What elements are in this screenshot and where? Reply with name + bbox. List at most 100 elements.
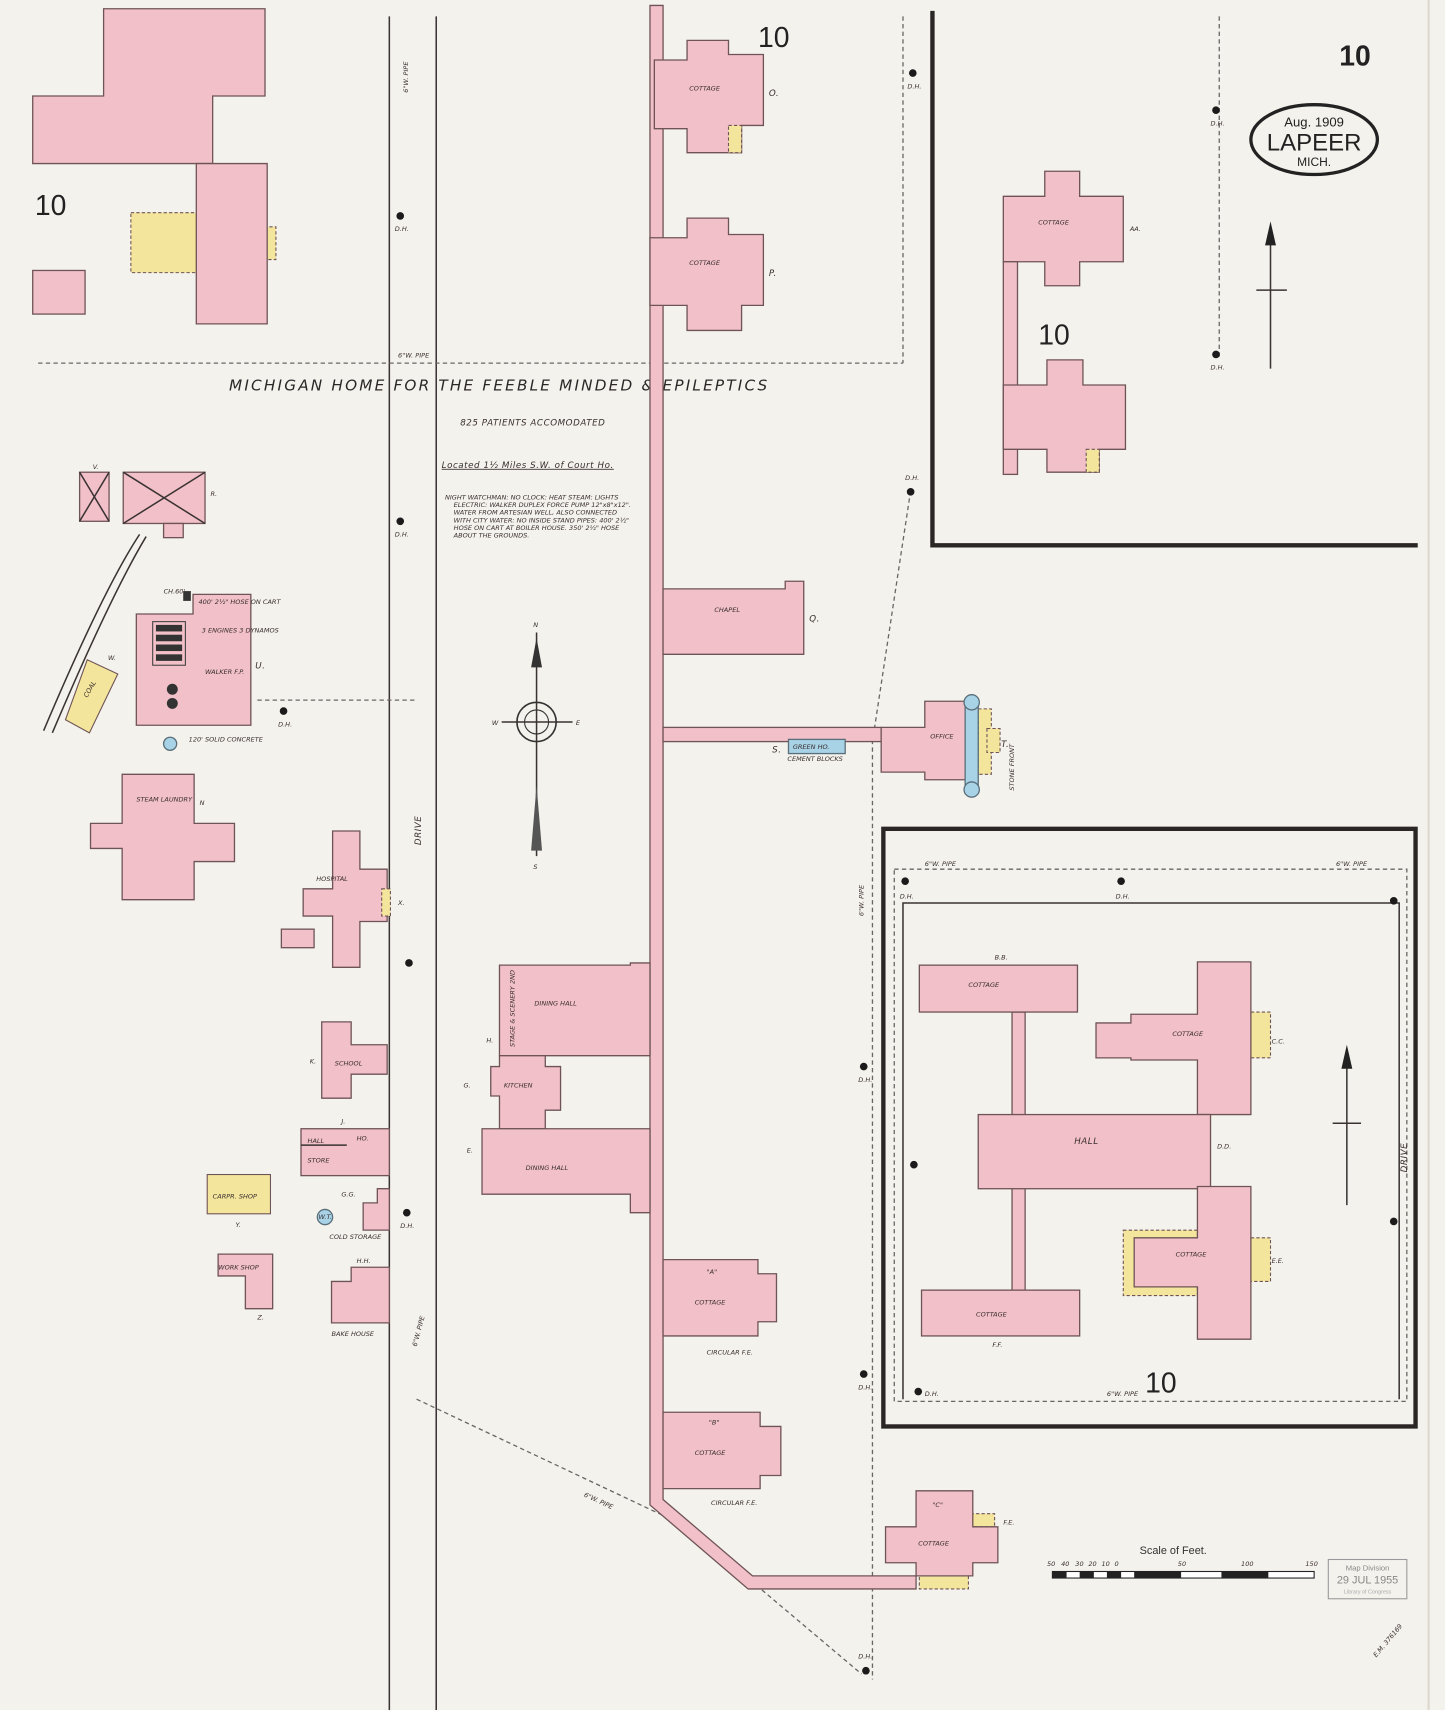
hydrant-label: D.H. — [278, 720, 292, 728]
cottage-a: COTTAGE "A" CIRCULAR F.E. — [662, 1258, 778, 1356]
north-arrow — [1332, 1044, 1362, 1206]
hydrant-label: D.H. — [1116, 893, 1130, 901]
scale-title: Scale of Feet. — [1140, 1545, 1207, 1557]
label: COTTAGE — [695, 1298, 727, 1306]
label: COTTAGE — [1172, 1030, 1204, 1038]
note-line: WITH CITY WATER: NO INSIDE STAND PIPES: … — [454, 516, 629, 524]
hydrant-label: D.H. — [1211, 364, 1225, 372]
coal-shed: COAL W. — [64, 654, 119, 734]
label: COTTAGE — [1176, 1250, 1208, 1258]
building-v: V. — [78, 463, 110, 522]
stamp-line: Map Division — [1346, 1563, 1390, 1572]
letter: H. — [486, 1037, 493, 1045]
label: STEAM LAUNDRY — [136, 796, 193, 804]
cottage-cc: COTTAGE C.C. — [1095, 961, 1285, 1116]
letter: O. — [769, 89, 779, 99]
label: HALL — [1074, 1137, 1098, 1147]
block-number: 10 — [1038, 320, 1070, 352]
letter: R. — [210, 490, 217, 498]
hydrant-icon — [908, 69, 917, 77]
hospital: HOSPITAL X. — [280, 830, 405, 968]
hydrant-icon — [906, 488, 915, 496]
hydrant-icon — [1389, 1217, 1398, 1226]
label: COTTAGE — [976, 1310, 1008, 1318]
letter: U. — [255, 662, 265, 672]
scale-tick: 100 — [1241, 1560, 1253, 1568]
cartouche-city: LAPEER — [1267, 129, 1362, 156]
hydrant-icon — [1389, 896, 1398, 905]
hydrant-icon — [914, 1387, 923, 1396]
label: SCHOOL — [335, 1059, 363, 1067]
pipe-label: 6"W. PIPE — [398, 352, 430, 360]
sheet-number: 10 — [1339, 40, 1371, 72]
scale-tick: 150 — [1305, 1560, 1317, 1568]
letter: P. — [769, 269, 777, 279]
cottage-ff: COTTAGE F.F. — [920, 1289, 1081, 1349]
ho-label: HO. — [357, 1135, 369, 1143]
letter: K. — [310, 1057, 316, 1065]
cottage-b: COTTAGE "B" CIRCULAR F.E. — [662, 1411, 782, 1507]
note-line: ABOUT THE GROUNDS. — [453, 532, 530, 540]
label: STORE — [308, 1157, 331, 1165]
water-tank: 120' SOLID CONCRETE — [162, 736, 264, 751]
chapel: CHAPEL Q. — [662, 580, 819, 655]
drive-loop — [902, 902, 1400, 1400]
compass-rose: N S E W — [492, 621, 581, 871]
label: COLD STORAGE — [329, 1233, 382, 1241]
scale-tick: 20 — [1088, 1560, 1096, 1568]
railroad-track — [42, 533, 147, 734]
letter: B.B. — [995, 954, 1008, 962]
letter: W. — [108, 654, 116, 662]
letter: T. — [1001, 740, 1009, 750]
letter: X. — [397, 899, 405, 907]
note-line: NIGHT WATCHMAN: NO CLOCK: HEAT STEAM: LI… — [445, 493, 618, 501]
label: CARPR. SHOP — [213, 1193, 257, 1201]
pipe-label: 6"W. PIPE — [1336, 860, 1368, 868]
dining-hall-upper: DINING HALL STAGE & SCENERY 2ND H. — [486, 962, 651, 1057]
letter: J. — [339, 1117, 345, 1125]
letter: F.F. — [992, 1341, 1002, 1349]
block-number: 10 — [35, 190, 67, 222]
hydrant-icon — [405, 959, 413, 967]
hydrant-label: D.H. — [400, 1222, 414, 1230]
letter: Z. — [256, 1314, 264, 1322]
pump-note: WALKER F.P. — [205, 668, 244, 676]
green-house: GREEN HO. S. CEMENT BLOCKS — [772, 738, 846, 763]
pipe-label: 6"W. PIPE — [1107, 1390, 1139, 1398]
letter: AA. — [1129, 225, 1141, 233]
dining-hall-lower: DINING HALL E. — [467, 1128, 651, 1214]
cold-storage: W.T. G.G. COLD STORAGE — [316, 1188, 390, 1241]
scale-tick: 0 — [1115, 1560, 1119, 1568]
cottage-lower — [1002, 359, 1127, 473]
label: OFFICE — [930, 732, 954, 740]
hydrant-icon — [862, 1666, 870, 1675]
engines-note: 3 ENGINES 3 DYNAMOS — [202, 627, 279, 635]
library-stamp: Map Division 29 JUL 1955 Library of Cong… — [1327, 1558, 1408, 1600]
carpenter-shop: CARPR. SHOP Y. — [206, 1173, 272, 1229]
hydrant-icon — [859, 1370, 868, 1378]
hydrants: D.H. D.H. D.H. D.H. D.H. D.H. D.H. D.H. … — [278, 69, 1398, 1675]
drive-label: DRIVE — [414, 816, 424, 846]
label: HOSPITAL — [316, 875, 348, 883]
cottage-c: COTTAGE "C" F.E. — [884, 1490, 1015, 1590]
scale-tick: 30 — [1075, 1560, 1083, 1568]
hydrant-icon — [859, 1062, 868, 1071]
hydrant-label: D.H. — [900, 893, 914, 901]
letter: D.D. — [1217, 1142, 1231, 1150]
label: COTTAGE — [1038, 219, 1070, 227]
boiler-house: CH.60' 400' 2½" HOSE ON CART 3 ENGINES 3… — [135, 587, 281, 726]
hydrant-label: D.H. — [395, 531, 409, 539]
hydrant-label: D.H. — [395, 225, 409, 233]
bake-house: H.H. BAKE HOUSE — [330, 1257, 390, 1338]
walk-to-office — [662, 726, 882, 743]
letter: "B" — [709, 1418, 720, 1426]
hydrant-icon — [1117, 877, 1125, 885]
block-number: 10 — [1145, 1368, 1177, 1400]
cottage-aa: COTTAGE AA. — [1002, 170, 1141, 287]
institution-title: MICHIGAN HOME FOR THE FEEBLE MINDED & EP… — [229, 376, 769, 394]
fire-escape: CIRCULAR F.E. — [707, 1348, 753, 1356]
hydrant-icon — [396, 212, 405, 220]
building-top-left: 10 — [32, 8, 277, 325]
label: COTTAGE — [968, 981, 1000, 989]
pipe-label: 6"W. PIPE — [402, 61, 410, 93]
